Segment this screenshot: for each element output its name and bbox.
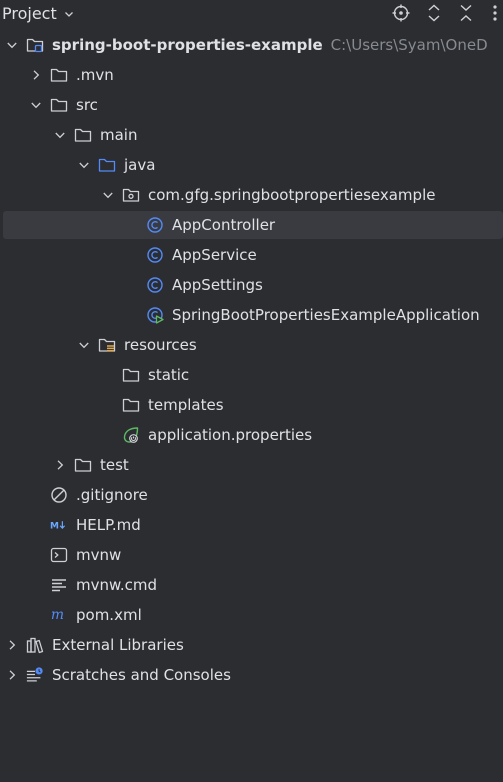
tree-item-label: AppController <box>172 216 276 234</box>
tree-item-mvn[interactable]: .mvn <box>0 61 503 89</box>
tree-item-label: main <box>100 126 138 144</box>
tree-item-label: HELP.md <box>76 516 141 534</box>
tree-item-label: test <box>100 456 129 474</box>
tree-item-label: src <box>76 96 98 114</box>
chevron-down-icon[interactable] <box>6 39 18 51</box>
chevron-down-icon[interactable] <box>54 129 66 141</box>
chevron-right-icon[interactable] <box>54 459 66 471</box>
tree-item-templates[interactable]: templates <box>0 391 503 419</box>
tree-item-label: SpringBootPropertiesExampleApplication <box>172 306 480 324</box>
scratches-icon <box>26 666 44 684</box>
tree-item-label: mvnw.cmd <box>76 576 158 594</box>
tree-item-mvnw[interactable]: mvnw <box>0 541 503 569</box>
chevron-down-icon[interactable] <box>30 99 42 111</box>
tree-item-pom-xml[interactable]: m pom.xml <box>0 601 503 629</box>
tree-item-resources[interactable]: resources <box>0 331 503 359</box>
resources-folder-icon <box>98 336 116 354</box>
tree-item-appservice[interactable]: AppService <box>0 241 503 269</box>
chevron-right-icon[interactable] <box>30 69 42 81</box>
tree-item-label: Scratches and Consoles <box>52 666 231 684</box>
folder-icon <box>50 96 68 114</box>
chevron-right-icon[interactable] <box>6 669 18 681</box>
tree-item-label: mvnw <box>76 546 122 564</box>
class-icon <box>146 276 164 294</box>
library-icon <box>26 636 44 654</box>
tree-item-label: application.properties <box>148 426 313 444</box>
tree-item-label: AppSettings <box>172 276 263 294</box>
svg-text:m: m <box>51 607 64 623</box>
maven-icon: m <box>50 606 68 624</box>
tree-item-label: templates <box>148 396 224 414</box>
tree-item-main[interactable]: main <box>0 121 503 149</box>
folder-icon <box>122 396 140 414</box>
chevron-down-icon[interactable] <box>78 339 90 351</box>
collapse-all-icon[interactable] <box>456 3 476 23</box>
tree-item-appsettings[interactable]: AppSettings <box>0 271 503 299</box>
tree-item-label: AppService <box>172 246 257 264</box>
tree-item-gitignore[interactable]: .gitignore <box>0 481 503 509</box>
tree-item-test[interactable]: test <box>0 451 503 479</box>
class-icon <box>146 216 164 234</box>
folder-icon <box>50 66 68 84</box>
svg-text:M: M <box>50 521 59 531</box>
tree-item-static[interactable]: static <box>0 361 503 389</box>
locate-icon[interactable] <box>391 3 411 23</box>
project-path: C:\Users\Syam\OneD <box>330 36 488 54</box>
spring-properties-icon <box>122 426 140 444</box>
tree-item-mvnw-cmd[interactable]: mvnw.cmd <box>0 571 503 599</box>
tree-item-label: com.gfg.springbootpropertiesexample <box>148 186 436 204</box>
module-folder-icon <box>26 36 44 54</box>
tree-item-help-md[interactable]: M HELP.md <box>0 511 503 539</box>
shell-script-icon <box>50 546 68 564</box>
tree-item-label: .gitignore <box>76 486 148 504</box>
tree-item-label: pom.xml <box>76 606 142 624</box>
markdown-icon: M <box>50 516 68 534</box>
package-icon <box>122 186 140 204</box>
folder-icon <box>74 126 92 144</box>
project-panel-header: Project <box>0 0 503 28</box>
chevron-down-icon <box>64 12 73 17</box>
tree-item-src[interactable]: src <box>0 91 503 119</box>
spring-boot-class-icon <box>146 306 164 324</box>
chevron-down-icon[interactable] <box>102 189 114 201</box>
chevron-right-icon[interactable] <box>6 639 18 651</box>
tree-item-package[interactable]: com.gfg.springbootpropertiesexample <box>0 181 503 209</box>
tree-item-label: static <box>148 366 190 384</box>
tree-item-label: .mvn <box>76 66 114 84</box>
project-view-selector[interactable]: Project <box>2 4 75 23</box>
expand-collapse-icon[interactable] <box>424 3 444 23</box>
tree-item-label: java <box>124 156 156 174</box>
text-file-icon <box>50 576 68 594</box>
tree-item-scratches[interactable]: Scratches and Consoles <box>0 661 503 689</box>
chevron-down-icon[interactable] <box>78 159 90 171</box>
panel-title: Project <box>2 4 57 23</box>
tree-item-external-libraries[interactable]: External Libraries <box>0 631 503 659</box>
tree-item-java[interactable]: java <box>0 151 503 179</box>
more-options-icon[interactable] <box>488 3 502 23</box>
tree-item-label: resources <box>124 336 197 354</box>
class-icon <box>146 246 164 264</box>
source-folder-icon <box>98 156 116 174</box>
folder-icon <box>122 366 140 384</box>
tree-item-appcontroller[interactable]: AppController <box>3 211 503 239</box>
ignore-file-icon <box>50 486 68 504</box>
tree-item-application-properties[interactable]: application.properties <box>0 421 503 449</box>
tree-item-application-class[interactable]: SpringBootPropertiesExampleApplication <box>0 301 503 329</box>
tree-item-label: External Libraries <box>52 636 184 654</box>
folder-icon <box>74 456 92 474</box>
